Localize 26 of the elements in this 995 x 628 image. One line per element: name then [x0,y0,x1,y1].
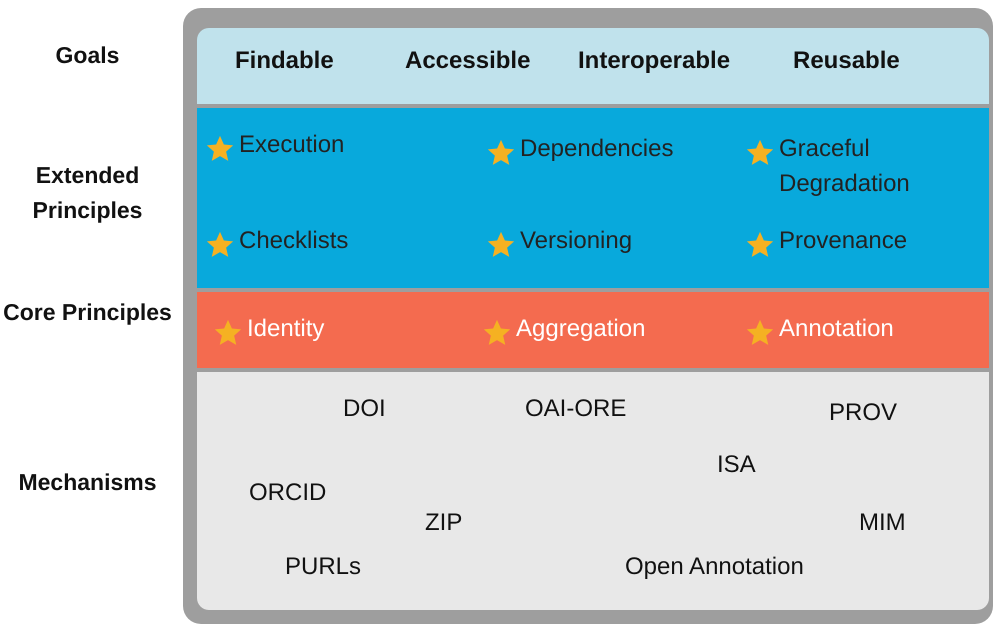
principle-label: Checklists [239,226,348,256]
principle-label: Dependencies [520,134,674,164]
mechanism-label: MIM [859,508,906,538]
principle-label: Versioning [520,226,632,256]
row-heading: Goals [54,41,120,70]
principle-label: Aggregation [516,314,646,344]
principle-label: Execution [239,130,344,160]
mechanism-label: DOI [343,394,386,424]
row-heading: Extended Principles [32,161,144,225]
mechanism-label: PROV [829,398,898,428]
principle-label: Identity [247,314,324,344]
mechanism-label: ISA [717,450,756,480]
mechanism-label: Open Annotation [625,552,804,582]
goal-label: Findable [235,46,334,76]
goal-label: Reusable [793,46,900,76]
principle-label: Graceful Degradation [779,134,911,199]
mechanism-label: ORCID [249,478,326,508]
row-heading: Core Principles [2,298,173,327]
goal-label: Accessible [405,46,530,76]
principle-label: Provenance [779,226,908,256]
mechanism-label: ZIP [425,508,462,538]
principle-label: Annotation [779,314,894,344]
mechanism-label: PURLs [285,552,362,582]
row-heading: Mechanisms [17,468,158,497]
goal-label: Interoperable [578,46,730,76]
mechanism-label: OAI-ORE [525,394,626,424]
